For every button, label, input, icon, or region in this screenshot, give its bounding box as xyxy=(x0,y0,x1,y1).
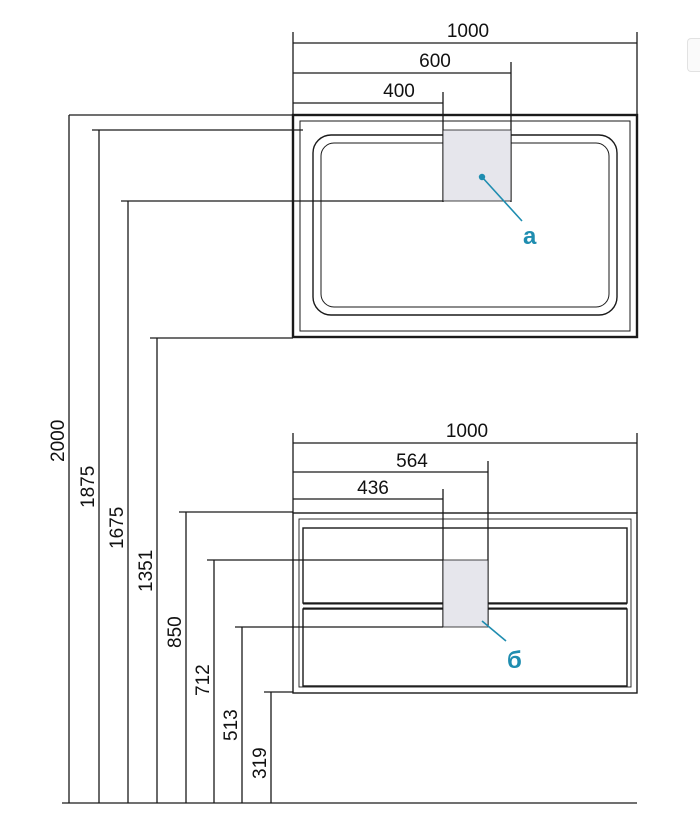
front-mid-label: 564 xyxy=(396,451,428,472)
height-label-1875: 1875 xyxy=(78,466,99,508)
front-width-label: 1000 xyxy=(446,421,488,442)
page-edge-tab xyxy=(687,38,700,72)
height-label-1351: 1351 xyxy=(136,550,157,592)
callout-a: а xyxy=(478,173,537,250)
height-label-319: 319 xyxy=(250,747,271,779)
callout-b-label: б xyxy=(507,647,522,674)
zone-a-highlight xyxy=(442,129,512,202)
height-label-1675: 1675 xyxy=(107,507,128,549)
height-label-850: 850 xyxy=(165,616,186,648)
callout-b: б xyxy=(481,620,522,674)
zone-b-highlight xyxy=(442,559,489,628)
height-dimension-lines xyxy=(62,114,637,804)
height-label-712: 712 xyxy=(193,664,214,696)
height-label-513: 513 xyxy=(221,709,242,741)
top-mid-label: 600 xyxy=(419,51,451,72)
height-label-2000: 2000 xyxy=(48,420,69,462)
callout-a-label: а xyxy=(523,223,537,250)
top-width-label: 1000 xyxy=(447,21,489,42)
front-left-label: 436 xyxy=(357,478,389,499)
top-left-label: 400 xyxy=(383,81,415,102)
